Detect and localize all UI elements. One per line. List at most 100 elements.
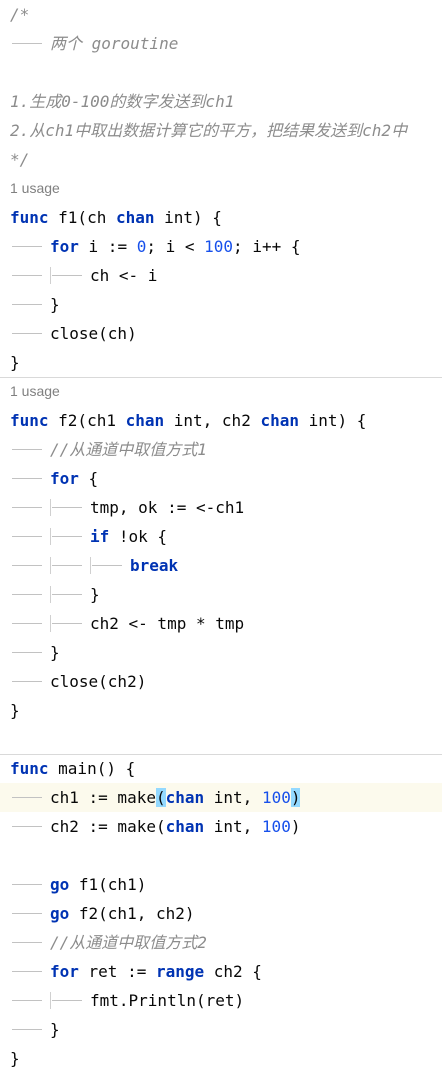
indent-guide xyxy=(52,536,82,537)
indent-guide xyxy=(12,246,42,247)
matched-paren: ( xyxy=(155,788,166,807)
code-token: tmp, ok := <-ch1 xyxy=(90,498,245,517)
code-text: close(ch) xyxy=(50,319,137,348)
code-text: close(ch2) xyxy=(50,667,146,696)
code-text: go f1(ch1) xyxy=(50,870,146,899)
code-token: } xyxy=(50,295,60,314)
code-text: 两个 goroutine xyxy=(50,29,178,58)
indent-rail xyxy=(50,528,51,545)
indent-rail xyxy=(50,615,51,632)
code-line: go f2(ch1, ch2) xyxy=(0,899,442,928)
code-token: close(ch) xyxy=(50,324,137,343)
code-token: close(ch2) xyxy=(50,672,147,691)
indent-guide xyxy=(52,507,82,508)
usage-hint[interactable]: 1 usage xyxy=(0,377,442,406)
code-line xyxy=(0,58,442,87)
code-text: ch2 <- tmp * tmp xyxy=(90,609,244,638)
code-token: int) { xyxy=(154,208,222,227)
code-line: } xyxy=(0,290,442,319)
indent-guide xyxy=(12,275,42,276)
code-token: main() { xyxy=(48,759,136,778)
indent-guide xyxy=(12,594,42,595)
code-token: */ xyxy=(10,150,30,169)
code-text: func main() { xyxy=(10,754,135,783)
indent-rail xyxy=(50,586,51,603)
code-text: func f2(ch1 chan int, ch2 chan int) { xyxy=(10,406,366,435)
code-line: } xyxy=(0,638,442,667)
usage-hint[interactable]: 1 usage xyxy=(0,174,442,203)
code-line: } xyxy=(0,580,442,609)
code-token: int) { xyxy=(298,411,367,430)
indent-guide xyxy=(12,971,42,972)
indent-guide xyxy=(12,304,42,305)
code-line: 1.生成0-100的数字发送到ch1 xyxy=(0,87,442,116)
code-token: ch2 := make( xyxy=(50,817,166,836)
code-text: } xyxy=(50,290,60,319)
code-line: ch1 := make(chan int, 100) xyxy=(0,783,442,812)
code-line: */ xyxy=(0,145,442,174)
indent-guide xyxy=(12,681,42,682)
code-token: } xyxy=(10,701,20,720)
code-token: go xyxy=(50,875,70,894)
indent-guide xyxy=(52,1000,82,1001)
code-line: close(ch) xyxy=(0,319,442,348)
code-text: //从通道中取值方式1 xyxy=(50,435,207,464)
code-line: } xyxy=(0,348,442,377)
code-text: 2.从ch1中取出数据计算它的平方，把结果发送到ch2中 xyxy=(10,116,407,145)
code-line: ch2 := make(chan int, 100) xyxy=(0,812,442,841)
code-token: f1(ch xyxy=(48,208,116,227)
code-line: } xyxy=(0,1044,442,1073)
usage-count: 1 usage xyxy=(10,383,60,399)
code-text: tmp, ok := <-ch1 xyxy=(90,493,244,522)
code-line: ch <- i xyxy=(0,261,442,290)
code-line: break xyxy=(0,551,442,580)
code-token: for xyxy=(50,962,79,981)
indent-guide xyxy=(12,1000,42,1001)
code-line: 两个 goroutine xyxy=(0,29,442,58)
code-token: //从通道中取值方式1 xyxy=(50,440,207,459)
code-line: tmp, ok := <-ch1 xyxy=(0,493,442,522)
code-token: 两个 goroutine xyxy=(50,34,179,53)
code-token: int, xyxy=(204,788,262,807)
indent-guide xyxy=(12,507,42,508)
indent-guide xyxy=(12,43,42,44)
code-token: f2(ch1 xyxy=(48,411,126,430)
code-token: range xyxy=(155,962,205,981)
code-token: ) xyxy=(290,817,301,836)
code-token: go xyxy=(50,904,70,923)
code-line: func main() { xyxy=(0,754,442,783)
code-line: func f1(ch chan int) { xyxy=(0,203,442,232)
indent-guide xyxy=(12,449,42,450)
code-token: for xyxy=(50,469,79,488)
function-separator xyxy=(0,754,442,755)
code-token: chan xyxy=(165,788,205,807)
code-token: i := xyxy=(78,237,137,256)
code-token: func xyxy=(10,208,49,227)
code-line: /* xyxy=(0,0,442,29)
code-token: 2.从ch1中取出数据计算它的平方，把结果发送到ch2中 xyxy=(10,121,408,140)
code-token: for xyxy=(50,237,79,256)
code-text: } xyxy=(10,696,20,725)
code-token: break xyxy=(130,556,179,575)
indent-rail xyxy=(50,499,51,516)
indent-guide xyxy=(12,826,42,827)
code-token: fmt.Println(ret) xyxy=(90,991,245,1010)
code-token: ch2 { xyxy=(204,962,262,981)
code-token: int, ch2 xyxy=(164,411,261,430)
indent-guide xyxy=(12,536,42,537)
code-token: f1(ch1) xyxy=(69,875,147,894)
indent-guide xyxy=(12,478,42,479)
code-token: ret := xyxy=(78,962,156,981)
code-line: if !ok { xyxy=(0,522,442,551)
code-text: } xyxy=(90,580,100,609)
indent-guide xyxy=(52,623,82,624)
code-text: for { xyxy=(50,464,98,493)
code-token: if xyxy=(90,527,110,546)
code-text: for ret := range ch2 { xyxy=(50,957,262,986)
code-token: 1.生成0-100的数字发送到ch1 xyxy=(10,92,235,111)
code-token: ; i++ { xyxy=(233,237,301,256)
indent-rail xyxy=(50,557,51,574)
code-token: 100 xyxy=(261,817,291,836)
indent-guide xyxy=(12,1029,42,1030)
